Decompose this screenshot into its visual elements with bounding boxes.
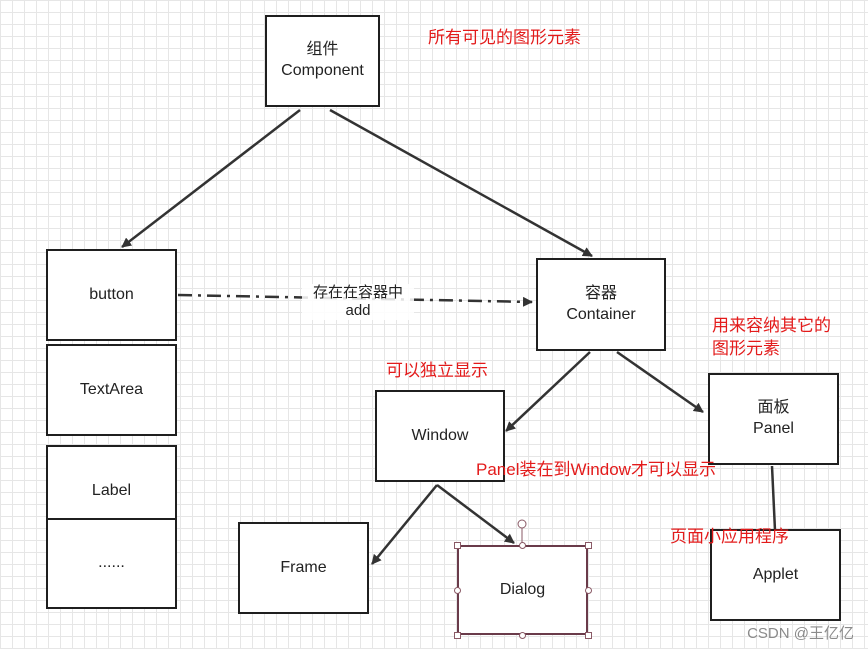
note-panel-in-window: Panel装在到Window才可以显示 (476, 460, 716, 479)
edge-window-to-frame (371, 484, 438, 565)
node-window[interactable]: Window (375, 390, 505, 482)
edge-container-to-window (505, 351, 591, 432)
node-component-line2: Component (281, 62, 364, 79)
edge-label-add: 存在在容器中 add (302, 284, 414, 320)
node-textarea[interactable]: TextArea (46, 344, 177, 436)
csdn-watermark: CSDN @王亿亿 (747, 625, 854, 642)
dialog-resize-handle-nw[interactable] (454, 542, 461, 549)
note-applet-desc: 页面小应用程序 (670, 527, 789, 546)
node-applet[interactable]: Applet (710, 529, 841, 621)
node-button[interactable]: button (46, 249, 177, 341)
node-textarea-label: TextArea (79, 380, 144, 398)
dialog-resize-handle-e[interactable] (585, 587, 592, 594)
edge-window-to-dialog (436, 484, 515, 544)
node-frame-label: Frame (280, 558, 327, 576)
dialog-resize-handle-w[interactable] (454, 587, 461, 594)
note-window-desc: 可以独立显示 (386, 361, 488, 380)
node-more-label: ...... (98, 554, 125, 572)
edge-label-add-line2: add (345, 302, 371, 319)
node-container-line1: 容器 (584, 284, 617, 302)
edge-component-to-container (329, 108, 593, 258)
note-container-desc: 用来容纳其它的 图形元素 (712, 315, 831, 361)
edge-component-to-button (121, 109, 301, 248)
node-container-line2: Container (566, 305, 636, 323)
node-component-line1: 组件 (306, 41, 339, 59)
node-component[interactable]: 组件 Component (265, 15, 380, 107)
note-container-desc-line1: 用来容纳其它的 (712, 316, 831, 335)
node-label-label: Label (91, 481, 132, 499)
note-container-desc-line2: 图形元素 (712, 338, 780, 358)
node-panel[interactable]: 面板 Panel (708, 373, 839, 465)
edge-label-add-line1: 存在在容器中 (312, 284, 403, 301)
node-panel-line1: 面板 (757, 399, 790, 417)
node-dialog-label: Dialog (499, 580, 546, 598)
node-applet-label: Applet (752, 565, 799, 583)
node-window-label: Window (411, 426, 469, 444)
dialog-resize-handle-ne[interactable] (585, 542, 592, 549)
node-frame[interactable]: Frame (238, 522, 369, 614)
node-button-label: button (89, 285, 134, 303)
note-all-visible: 所有可见的图形元素 (428, 28, 581, 47)
node-more[interactable]: ...... (46, 518, 177, 609)
dialog-resize-handle-sw[interactable] (454, 632, 461, 639)
dialog-resize-handle-se[interactable] (585, 632, 592, 639)
node-panel-line2: Panel (753, 420, 794, 437)
node-dialog[interactable]: Dialog (457, 545, 588, 635)
edge-container-to-panel (616, 350, 704, 414)
dialog-resize-handle-n[interactable] (519, 542, 526, 549)
node-container[interactable]: 容器 Container (536, 258, 666, 351)
dialog-resize-handle-s[interactable] (519, 632, 526, 639)
